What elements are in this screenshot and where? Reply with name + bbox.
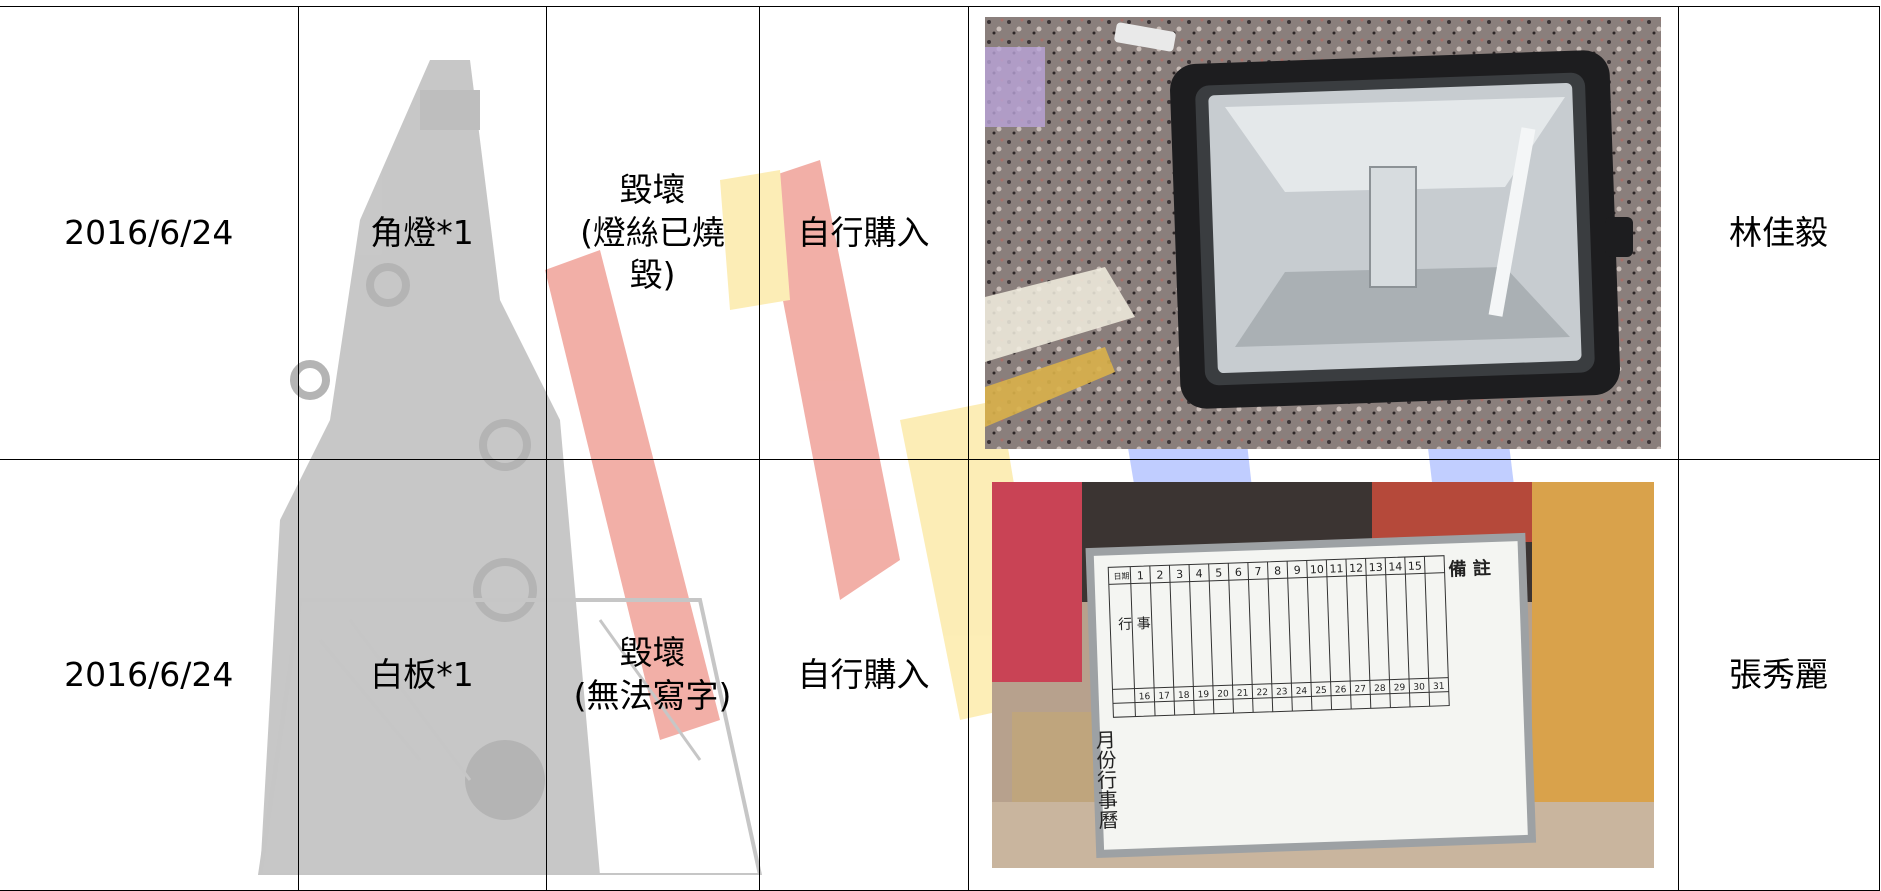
wb-day-number: 27 [1354, 684, 1366, 694]
wb-day-number: 3 [1176, 568, 1183, 581]
wb-day-number: 30 [1413, 682, 1425, 692]
wb-day-number: 20 [1217, 689, 1229, 699]
handling-cell: 自行購入 [758, 6, 969, 460]
wb-grid-line [1168, 565, 1176, 716]
wb-day-number: 21 [1237, 689, 1249, 699]
table-row: 2016/6/24 白板*1 毀壞 (無法寫字) 自行購入 [0, 459, 1880, 891]
wb-day-number: 22 [1256, 688, 1268, 698]
wb-day-number: 24 [1296, 687, 1308, 697]
wb-grid-line [1266, 561, 1274, 712]
wb-day-number: 14 [1388, 560, 1402, 573]
wb-grid-line [1345, 559, 1352, 710]
wb-day-number: 16 [1139, 692, 1151, 702]
wb-day-number: 29 [1394, 683, 1406, 693]
status-cell: 毀壞 (無法寫字) [545, 459, 760, 891]
wb-side-title: 月份行事曆 [1092, 729, 1119, 830]
wb-day-number: 12 [1349, 562, 1363, 575]
records-table: 2016/6/24 角燈*1 毀壞 (燈絲已燒 毀) 自行購入 [0, 6, 1880, 891]
wb-remark: 備 註 [1448, 557, 1491, 580]
wb-day-number: 11 [1329, 562, 1343, 575]
wb-day-number: 26 [1335, 685, 1347, 695]
wb-grid-line [1325, 559, 1333, 710]
wb-day-number: 9 [1294, 564, 1301, 577]
handling-cell: 自行購入 [758, 459, 969, 891]
wb-day-label: 日期 [1113, 572, 1129, 582]
wb-day-number: 10 [1310, 563, 1324, 576]
wb-day-number: 23 [1276, 687, 1288, 697]
photo-cell [967, 6, 1679, 460]
wb-grid-line [1306, 560, 1313, 711]
date-cell: 2016/6/24 [0, 459, 299, 891]
date-cell: 2016/6/24 [0, 6, 299, 460]
wb-day-number: 13 [1368, 561, 1382, 574]
status-line: (無法寫字) [573, 676, 732, 715]
wb-grid-line [1404, 557, 1411, 707]
wb-day-number: 31 [1433, 682, 1445, 692]
person-cell: 張秀麗 [1677, 459, 1880, 891]
wb-day-number: 15 [1408, 559, 1422, 572]
wb-grid-line [1247, 562, 1254, 713]
wb-day-number: 4 [1195, 567, 1202, 580]
wb-grid-line [1365, 558, 1372, 709]
wb-day-number: 28 [1374, 684, 1386, 694]
wb-day-number: 1 [1137, 569, 1144, 582]
item-cell: 角燈*1 [297, 6, 547, 460]
status-line: 毀壞 [619, 169, 686, 209]
wb-day-number: 6 [1235, 566, 1242, 579]
person-cell: 林佳毅 [1677, 6, 1880, 460]
item-cell: 白板*1 [297, 459, 547, 891]
wb-grid-line [1188, 564, 1195, 715]
wb-side-small: 行 事 [1118, 616, 1151, 633]
wb-day-number: 18 [1178, 691, 1190, 701]
table-row: 2016/6/24 角燈*1 毀壞 (燈絲已燒 毀) 自行購入 [0, 6, 1880, 460]
floodlight-photo [985, 17, 1661, 449]
wb-day-number: 8 [1274, 564, 1281, 577]
wb-grid-line [1384, 557, 1391, 708]
wb-day-number: 5 [1215, 566, 1222, 579]
status-line: (燈絲已燒 [580, 212, 725, 252]
wb-day-number: 7 [1254, 565, 1261, 578]
wb-day-number: 19 [1198, 690, 1210, 700]
status-cell: 毀壞 (燈絲已燒 毀) [545, 6, 760, 460]
wb-day-number: 25 [1315, 686, 1327, 696]
wb-grid-line [1149, 565, 1156, 716]
wb-grid-line [1227, 563, 1235, 714]
wb-grid-line [1208, 563, 1215, 714]
wb-day-number: 2 [1156, 568, 1163, 581]
status-line: 毀壞 [619, 633, 686, 673]
wb-grid-line [1286, 561, 1293, 712]
status-line: 毀) [629, 255, 676, 295]
wb-day-number: 17 [1158, 691, 1170, 701]
